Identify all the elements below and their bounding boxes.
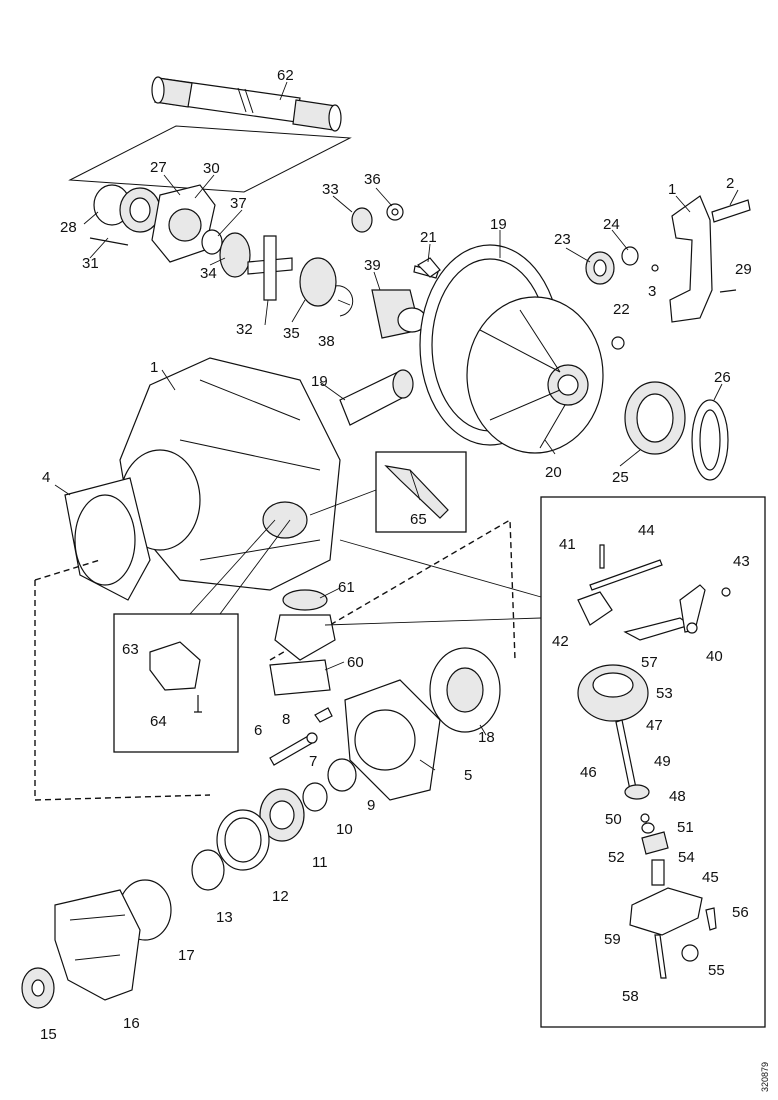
callout-51: 51 — [677, 819, 694, 836]
callout-53: 53 — [656, 685, 673, 702]
callout-52: 52 — [608, 849, 625, 866]
callout-20: 20 — [545, 464, 562, 481]
callout-59: 59 — [604, 931, 621, 948]
callout-62: 62 — [277, 67, 294, 84]
leader-lines — [54, 81, 739, 771]
axle-shaft-62 — [68, 76, 352, 193]
callout-30: 30 — [203, 160, 220, 177]
seal-25-ring-26 — [624, 381, 729, 481]
callout-41: 41 — [559, 536, 576, 553]
callout-10: 10 — [336, 821, 353, 838]
flange-16 — [54, 889, 141, 1001]
bolt-6 — [269, 707, 333, 766]
callout-5: 5 — [464, 767, 472, 784]
bearing-23 — [585, 246, 639, 285]
inset-63-64 — [113, 519, 291, 753]
callout-31: 31 — [82, 255, 99, 272]
drive-pinion-39 — [371, 289, 427, 339]
gasket-4 — [64, 477, 151, 601]
callout-45: 45 — [702, 869, 719, 886]
callout-29: 29 — [735, 261, 752, 278]
callout-33: 33 — [322, 181, 339, 198]
callout-3: 3 — [648, 283, 656, 300]
callout-1: 1 — [150, 359, 158, 376]
diff-casing-20 — [466, 296, 604, 454]
callout-27: 27 — [150, 159, 167, 176]
callout-58: 58 — [622, 988, 639, 1005]
callout-4: 4 — [42, 469, 50, 486]
document-number: 320879 — [760, 1062, 770, 1092]
bolt-21 — [417, 257, 441, 278]
callout-9: 9 — [367, 797, 375, 814]
callout-1-right: 1 — [668, 181, 676, 198]
bearing-cap-1 — [611, 195, 751, 350]
callout-7: 7 — [309, 753, 317, 770]
callout-57: 57 — [641, 654, 658, 671]
callout-12: 12 — [272, 888, 289, 905]
callout-23: 23 — [554, 231, 571, 248]
callout-60: 60 — [347, 654, 364, 671]
callout-28: 28 — [60, 219, 77, 236]
callout-17: 17 — [178, 947, 195, 964]
callout-64: 64 — [150, 713, 167, 730]
callout-18: 18 — [478, 729, 495, 746]
callout-54: 54 — [678, 849, 695, 866]
callout-42: 42 — [552, 633, 569, 650]
callout-55: 55 — [708, 962, 725, 979]
callout-49: 49 — [654, 753, 671, 770]
callout-46: 46 — [580, 764, 597, 781]
nut-15 — [21, 967, 55, 1009]
callout-36: 36 — [364, 171, 381, 188]
diff-lock-detail-panel — [324, 496, 766, 1028]
callout-32: 32 — [236, 321, 253, 338]
callout-8: 8 — [282, 711, 290, 728]
callout-26: 26 — [714, 369, 731, 386]
callout-37: 37 — [230, 195, 247, 212]
callout-24: 24 — [603, 216, 620, 233]
callout-19: 19 — [311, 373, 328, 390]
callout-39: 39 — [364, 257, 381, 274]
dashed-frame — [34, 518, 516, 801]
callout-25: 25 — [612, 469, 629, 486]
callout-61: 61 — [338, 579, 355, 596]
callout-63: 63 — [122, 641, 139, 658]
axle-housing-1 — [119, 357, 341, 591]
callout-44: 44 — [638, 522, 655, 539]
cover-5 — [344, 679, 441, 801]
callout-22: 22 — [613, 301, 630, 318]
callout-47: 47 — [646, 717, 663, 734]
diff-lock-housing-61 — [269, 589, 336, 696]
callout-labels: 62 27 30 33 36 37 28 31 34 32 35 38 39 2… — [40, 67, 752, 1043]
callout-40: 40 — [706, 648, 723, 665]
callout-11: 11 — [312, 854, 328, 871]
bearing-18 — [429, 647, 501, 733]
callout-6: 6 — [254, 722, 262, 739]
callout-2: 2 — [726, 175, 734, 192]
callout-38: 38 — [318, 333, 335, 350]
callout-48: 48 — [669, 788, 686, 805]
callout-50: 50 — [605, 811, 622, 828]
rings-9-13 — [191, 758, 357, 891]
callout-56: 56 — [732, 904, 749, 921]
callout-43: 43 — [733, 553, 750, 570]
pinion-shaft-19 — [339, 369, 414, 426]
callout-19-top: 19 — [490, 216, 507, 233]
callout-65: 65 — [410, 511, 427, 528]
callout-15: 15 — [40, 1026, 57, 1043]
callout-34: 34 — [200, 265, 217, 282]
callout-16: 16 — [123, 1015, 140, 1032]
callout-35: 35 — [283, 325, 300, 342]
callout-13: 13 — [216, 909, 233, 926]
differential-carrier-group — [89, 184, 439, 317]
callout-21: 21 — [420, 229, 437, 246]
